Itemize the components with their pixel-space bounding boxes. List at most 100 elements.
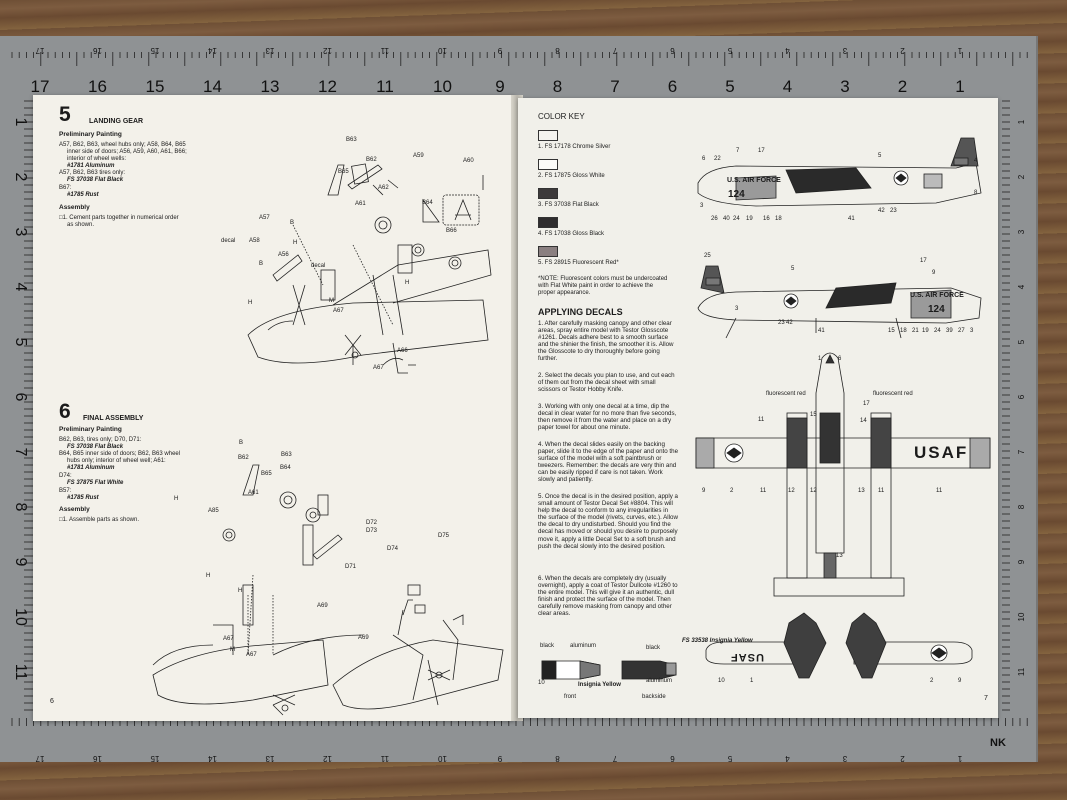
callout-a61: A61 [355, 201, 366, 207]
nose-black-label: black [540, 643, 555, 649]
right-page-number: 7 [984, 695, 988, 702]
underside-number: 2 [930, 678, 934, 684]
ruler-bottom-number: 12 [323, 754, 332, 763]
fluorescent-label-right: fluorescent red [873, 391, 913, 397]
plan-number: 9 [702, 488, 706, 494]
ruler-top-number: 11 [376, 77, 394, 96]
decal-step-2: 2. Select the decals you plan to use, an… [538, 372, 675, 394]
callout6-b63: B63 [281, 452, 292, 458]
ruler-top-small-number: 7 [612, 46, 617, 55]
nose-black-label-2: black [646, 645, 661, 651]
callout-decal-1: decal [221, 238, 236, 244]
callout-b-1: B [290, 220, 295, 226]
ruler-top-small-number: 13 [265, 46, 274, 55]
color-swatch [538, 130, 558, 141]
callout-b64: B64 [422, 200, 433, 206]
ruler-left-number: 4 [12, 283, 29, 292]
side-number-bottom: 9 [932, 270, 936, 276]
plan-number: 11 [760, 488, 767, 494]
color-key-label: 1. FS 17178 Chrome Silver [538, 144, 611, 150]
ruler-bottom-number: 2 [900, 754, 905, 763]
ruler-bottom-number: 7 [612, 754, 617, 763]
plan-view-stabilizer [773, 577, 905, 597]
plan-number: 12 [810, 488, 817, 494]
callout6-d72: D72 [366, 520, 378, 526]
ruler-top-number: 9 [495, 77, 504, 96]
color-key-title: COLOR KEY [538, 112, 585, 121]
step5-color1: #1781 Aluminum [67, 163, 115, 169]
ruler-top-small-number: 3 [842, 46, 847, 55]
ruler-right-number: 8 [1017, 504, 1026, 509]
callout6-d71: D71 [345, 564, 357, 570]
side-number-top: 4 [974, 158, 978, 164]
side-number-top: 26 [711, 216, 718, 222]
callout-b62: B62 [366, 157, 377, 163]
side-number-bottom: 5 [791, 266, 795, 272]
ruler-bottom-number: 4 [785, 754, 790, 763]
callout6-b65: B65 [261, 471, 272, 477]
ruler-top-small-number: 14 [208, 46, 217, 55]
ruler-right-number: 4 [1017, 284, 1026, 289]
ruler-bottom-number: 3 [842, 754, 847, 763]
nose-insignia-label: Insignia Yellow [578, 682, 621, 688]
ruler-left-number: 10 [12, 608, 29, 626]
callout6-b62: B62 [238, 455, 249, 461]
ruler-bottom-number: 9 [497, 754, 502, 763]
ruler-right-number: 6 [1017, 394, 1026, 399]
side-number-top: 23 [890, 208, 897, 214]
ruler-bottom-number: 15 [150, 754, 159, 763]
plan-number: 13 [858, 488, 865, 494]
color-key-label: 5. FS 28915 Fluorescent Red* [538, 260, 619, 266]
ruler-top-number: 13 [261, 77, 280, 96]
callout6-m: M [230, 647, 235, 653]
ruler-bottom-number: 8 [555, 754, 560, 763]
callout6-a69-2: A69 [358, 635, 369, 641]
fuselage-left-outline [152, 639, 329, 705]
nose-backside-label: backside [642, 694, 666, 700]
ruler-bottom-number: 10 [438, 754, 447, 763]
tail-code-bottom: 124 [928, 304, 945, 315]
final-assembly-diagram [152, 464, 504, 716]
ruler-top-number: 10 [433, 77, 452, 96]
plan-number: 2 [730, 488, 734, 494]
ruler-bottom-number: 5 [727, 754, 732, 763]
callout6-h-2: H [206, 573, 211, 579]
ruler-left-number: 1 [12, 118, 29, 127]
side-view-top-fuselage [697, 162, 982, 207]
left-page-number: 6 [50, 698, 54, 705]
side-number-bottom: 18 [900, 328, 907, 334]
side-number-bottom: 39 [946, 328, 953, 334]
side-view-bottom-fuselage [697, 287, 982, 324]
side-text-bottom: U.S. AIR FORCE [910, 292, 964, 299]
side-number-bottom: 21 [912, 328, 919, 334]
callout6-d74: D74 [387, 546, 399, 552]
ruler-right-number: 7 [1017, 449, 1026, 454]
step6-line4: D74: [59, 473, 72, 479]
underside-right-wing [853, 641, 973, 665]
callout-a66: A66 [397, 348, 408, 354]
decal-step-4: 4. When the decal slides easily on the b… [538, 441, 679, 484]
ruler-top-small-number: 5 [727, 46, 732, 55]
step6-number: 6 [59, 400, 71, 423]
side-number-bottom: 23 [778, 320, 785, 326]
ruler-left-number: 8 [12, 503, 29, 512]
nose-aluminum-label-2: aluminum [646, 678, 673, 684]
ruler-left-number: 6 [12, 393, 29, 402]
underside-left-tail [783, 612, 827, 679]
side-number-top: 3 [700, 203, 704, 209]
callout6-a61: A61 [248, 490, 259, 496]
callout-m: M [329, 298, 334, 304]
ruler-top-small-number: 11 [380, 46, 389, 55]
ruler-top-small-number: 8 [555, 46, 560, 55]
ruler-right-number: 11 [1017, 667, 1026, 676]
callout-h-2: H [248, 300, 253, 306]
side-number-top: 22 [714, 156, 721, 162]
plan-number: 11 [878, 488, 885, 494]
plan-number: 12 [788, 488, 795, 494]
color-swatch [538, 217, 558, 228]
ruler-top-number: 6 [668, 77, 677, 96]
ruler-left-number: 5 [12, 338, 29, 347]
